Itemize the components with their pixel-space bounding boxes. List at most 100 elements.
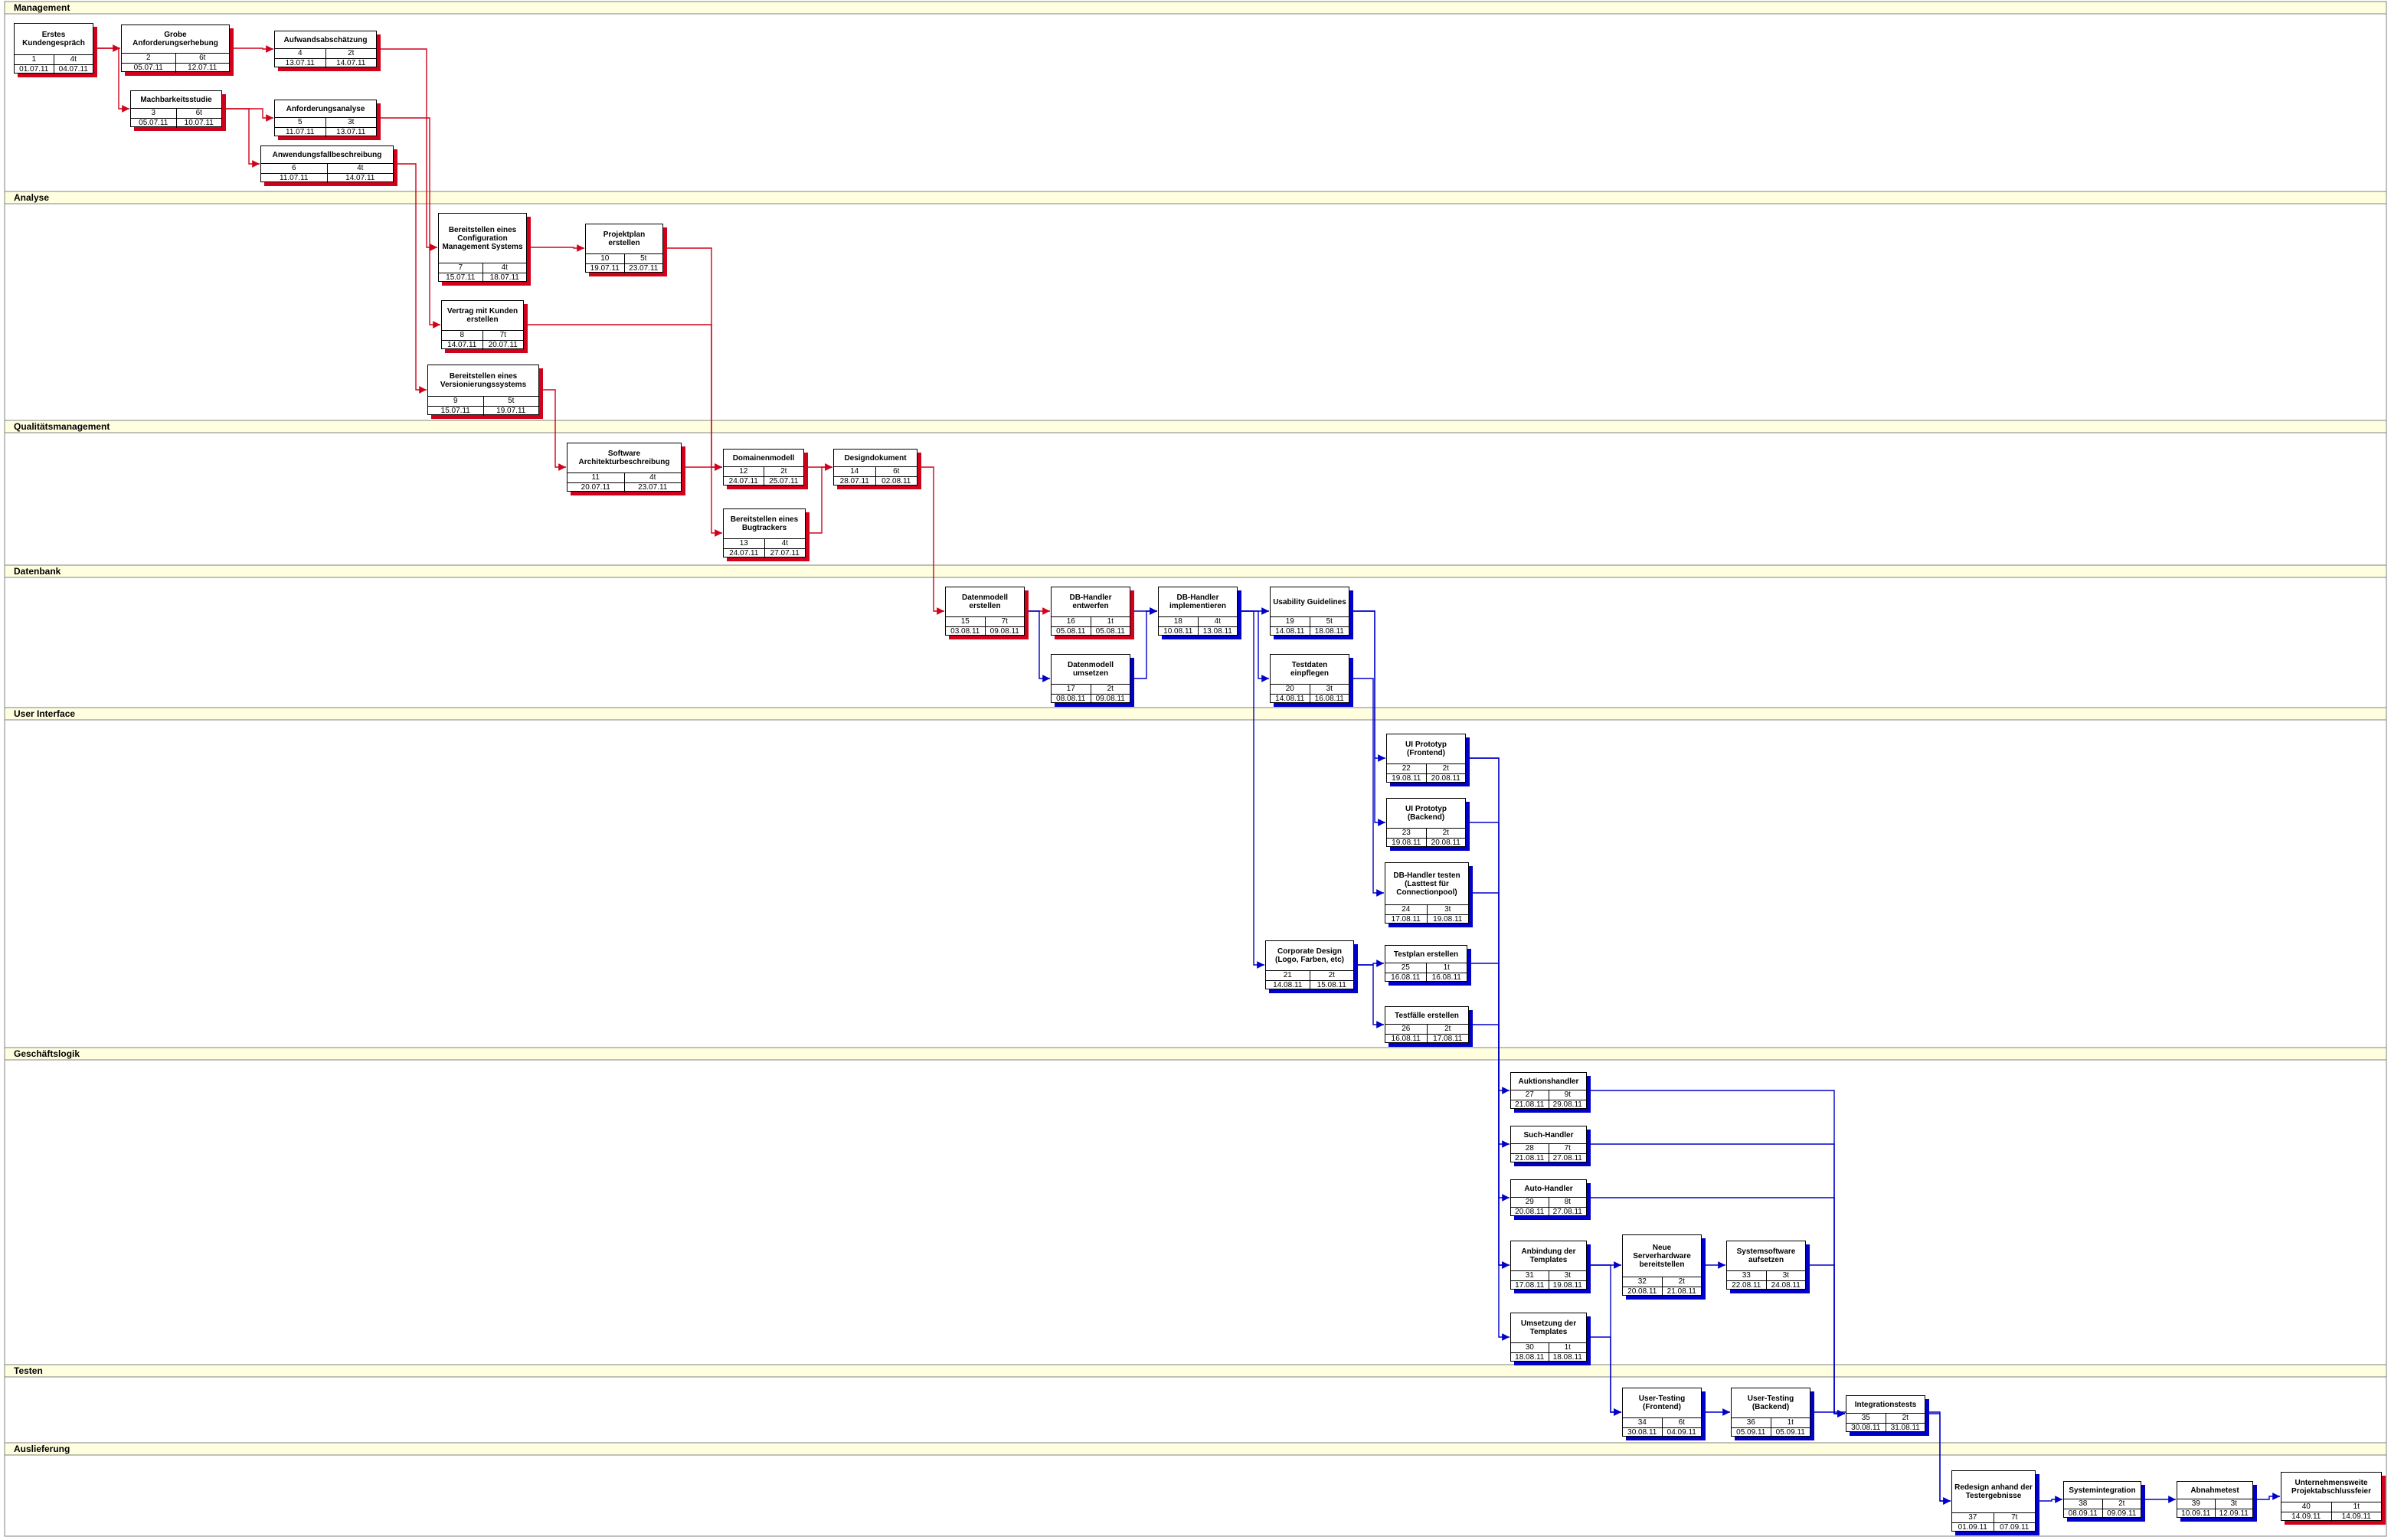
task-end-date: 14.09.11 — [2330, 1512, 2382, 1522]
task-start-date: 20.08.11 — [1627, 1287, 1657, 1296]
task-duration: 3t — [1548, 1271, 1587, 1280]
task-name: Systemsoftware aufsetzen — [1736, 1247, 1796, 1264]
task-start-date: 28.07.11 — [839, 477, 869, 486]
task-id: 11 — [591, 473, 600, 482]
task-end-date: 18.08.11 — [1309, 627, 1349, 636]
dependency-link — [1029, 610, 1050, 682]
lane-label: User Interface — [14, 708, 76, 719]
task-name: UI Prototyp (Backend) — [1405, 805, 1447, 822]
task-name: Such-Handler — [1523, 1130, 1574, 1139]
task-duration: 3t — [1765, 1271, 1806, 1280]
task-end-date: 27.07.11 — [764, 549, 806, 558]
task-end-date: 24.08.11 — [1765, 1281, 1806, 1290]
task-start-date: 14.09.11 — [2291, 1512, 2321, 1521]
task-box[interactable]: Bereitstellen eines Versionierungssystem… — [427, 365, 539, 416]
task-name: Grobe Anforderungserhebung — [132, 31, 218, 47]
task-end-date: 13.07.11 — [325, 128, 377, 137]
task-id: 30 — [1525, 1343, 1534, 1352]
task-end-date: 20.08.11 — [1425, 839, 1466, 848]
task-start-date: 24.07.11 — [728, 477, 758, 486]
task-duration: 3t — [325, 118, 377, 127]
lane-body-6 — [4, 1376, 2387, 1444]
task-end-date: 09.09.11 — [2102, 1509, 2141, 1519]
task-id: 28 — [1525, 1144, 1534, 1153]
task-id: 21 — [1283, 971, 1292, 979]
task-start-date: 14.07.11 — [447, 341, 477, 349]
task-start-date: 15.07.11 — [440, 407, 470, 415]
task-id: 15 — [960, 617, 970, 626]
task-end-date: 18.08.11 — [1548, 1353, 1587, 1362]
task-duration: 2t — [1661, 1277, 1702, 1287]
task-id: 38 — [2079, 1499, 2088, 1508]
task-duration: 7t — [482, 331, 524, 340]
task-dates-row: 14.09.11 14.09.11 — [2281, 1512, 2381, 1522]
task-end-date: 25.07.11 — [763, 477, 804, 486]
task-start-date: 03.08.11 — [950, 627, 980, 636]
task-start-date: 30.08.11 — [1851, 1424, 1881, 1432]
task-name: Anwendungsfallbeschreibung — [272, 150, 382, 159]
task-name: Umsetzung der Templates — [1520, 1319, 1577, 1336]
dependency-link — [1353, 610, 1385, 826]
task-end-date: 09.08.11 — [1090, 695, 1130, 704]
lane-label: Analyse — [14, 192, 50, 203]
task-start-date: 17.08.11 — [1391, 915, 1421, 924]
task-name: Bereitstellen eines Bugtrackers — [730, 515, 799, 532]
task-box[interactable]: Bereitstellen eines Configuration Manage… — [438, 213, 527, 283]
task-id: 27 — [1525, 1090, 1534, 1099]
task-start-date: 14.08.11 — [1273, 981, 1303, 989]
task-dates-row: 24.07.11 25.07.11 — [724, 476, 803, 486]
task-duration: 2t — [763, 467, 804, 476]
task-name: DB-Handler implementieren — [1169, 593, 1226, 610]
task-box[interactable]: DB-Handler testen (Lasttest für Connecti… — [1385, 862, 1469, 924]
